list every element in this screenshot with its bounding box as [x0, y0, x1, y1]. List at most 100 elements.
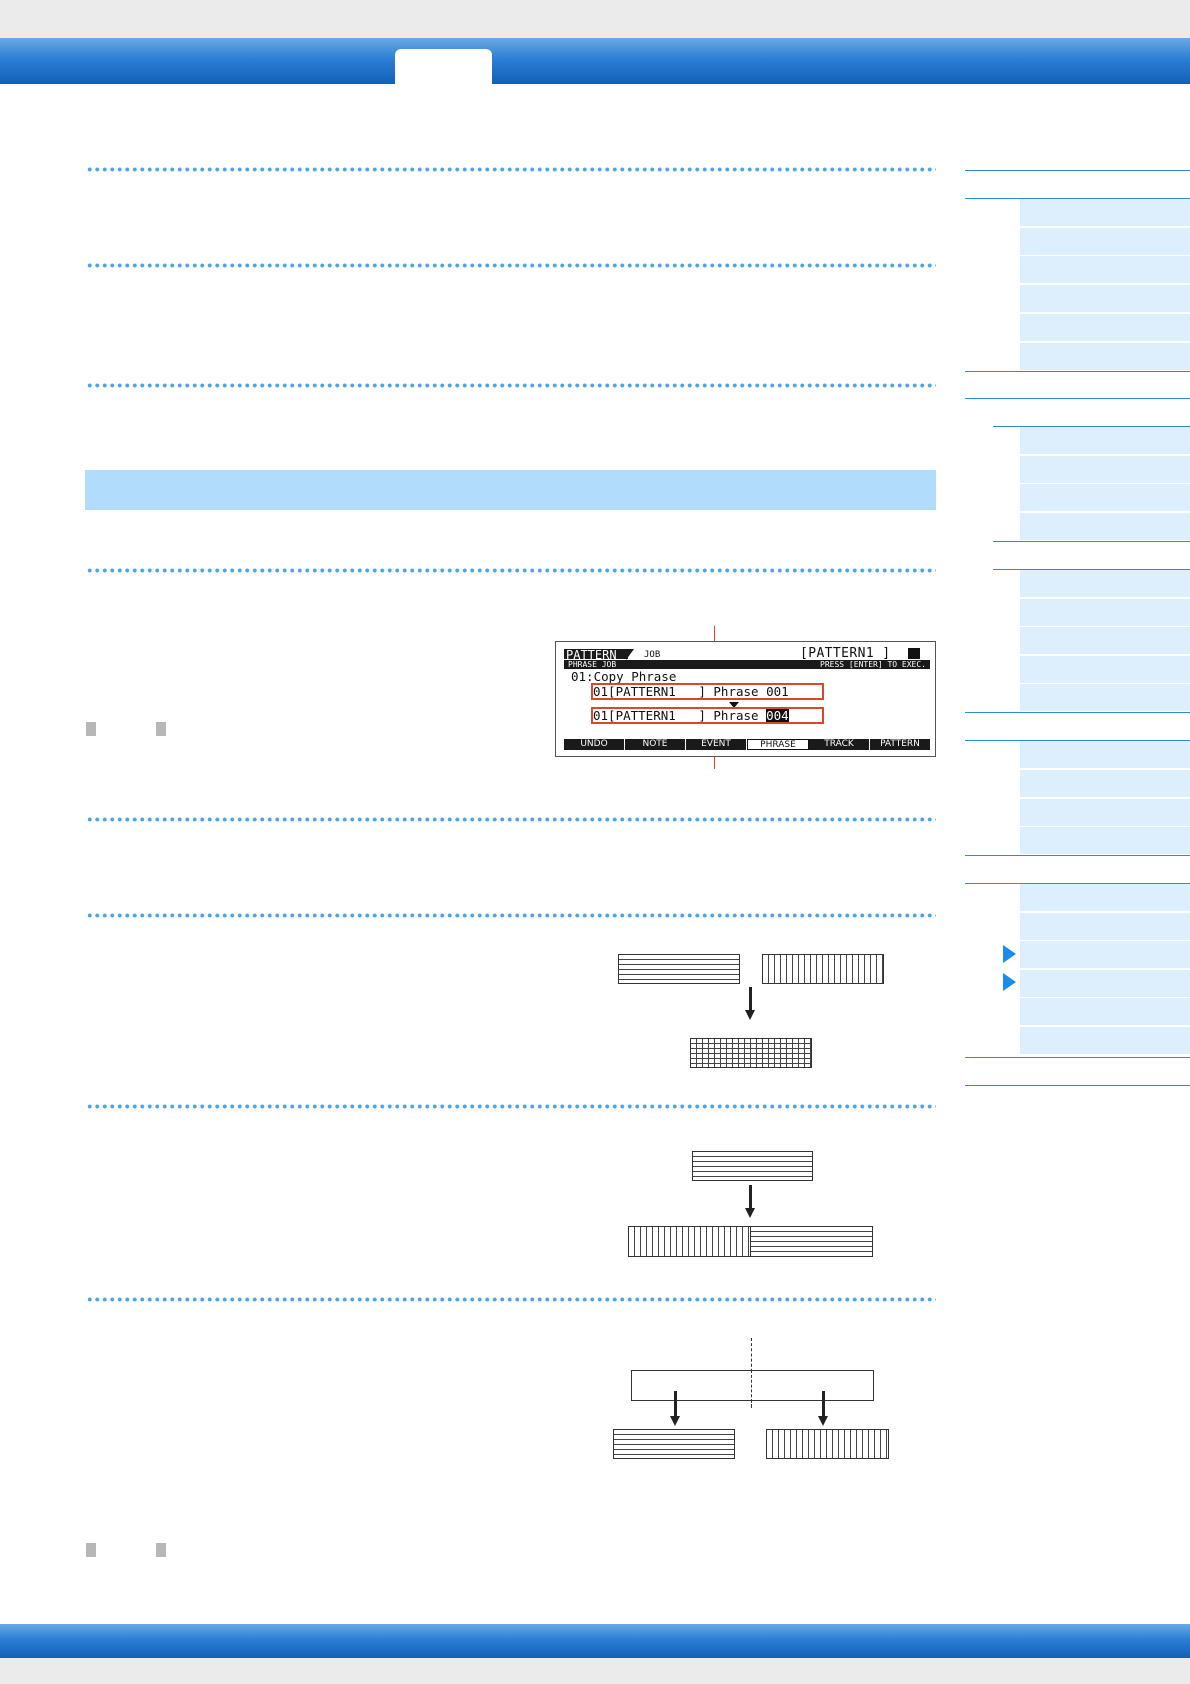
lcd-source-line: 01[PATTERN1 ] Phrase 001 — [593, 684, 789, 699]
section-heading-band — [85, 470, 936, 510]
nav-item[interactable] — [1020, 1027, 1190, 1055]
lcd-job-title: PHRASE JOB — [568, 660, 617, 669]
nav-divider — [965, 712, 1190, 713]
nav-item[interactable] — [1020, 770, 1190, 798]
nav-item[interactable] — [1020, 684, 1190, 712]
lcd-dest-line: 01[PATTERN1 ] Phrase 004 — [593, 708, 789, 723]
lcd-mode-tab: PATTERN — [564, 649, 628, 659]
nav-item[interactable] — [1020, 343, 1190, 371]
nav-item[interactable] — [1020, 513, 1190, 541]
nav-item[interactable] — [1020, 314, 1190, 342]
nav-item[interactable] — [1020, 285, 1190, 313]
lcd-menu-track[interactable]: TRACK — [809, 739, 870, 750]
nav-item[interactable] — [1020, 599, 1190, 627]
header-tab[interactable] — [395, 49, 492, 87]
section-divider — [86, 913, 936, 918]
note-marker-icon — [156, 722, 166, 736]
top-margin — [0, 0, 1190, 38]
lcd-pattern-name: [PATTERN1 ] — [800, 646, 891, 661]
nav-item[interactable] — [1020, 256, 1190, 284]
nav-item[interactable] — [1020, 199, 1190, 227]
lcd-job-line: 01:Copy Phrase — [571, 669, 677, 684]
lcd-menu-note[interactable]: NOTE — [625, 739, 686, 750]
nav-divider — [993, 426, 1190, 427]
lcd-dest-prefix: 01[PATTERN1 ] Phrase — [593, 708, 767, 723]
nav-item-current[interactable] — [1020, 970, 1190, 998]
phrase-block-first-half — [613, 1429, 735, 1459]
lcd-screen: PATTERN JOB [PATTERN1 ] PHRASE JOB PRESS… — [555, 641, 936, 757]
phrase-block-b — [762, 954, 884, 984]
section-divider — [86, 568, 936, 573]
current-page-arrow-icon — [1003, 973, 1016, 991]
phrase-block-a-appended — [750, 1226, 873, 1257]
header-bar — [0, 38, 1190, 84]
down-arrow-icon — [745, 1010, 755, 1020]
section-divider — [86, 1104, 936, 1109]
nav-item[interactable] — [1020, 799, 1190, 827]
phrase-block-second-half — [766, 1429, 889, 1459]
section-divider — [86, 1297, 936, 1302]
lcd-status-icon — [908, 648, 920, 659]
nav-item[interactable] — [1020, 741, 1190, 769]
lcd-title-bar: PHRASE JOB PRESS [ENTER] TO EXEC. — [564, 660, 930, 669]
destination-highlight-box — [591, 707, 824, 724]
nav-divider — [965, 740, 1190, 741]
nav-divider — [965, 198, 1190, 199]
lcd-hint: PRESS [ENTER] TO EXEC. — [820, 660, 926, 669]
phrase-block-source — [631, 1370, 874, 1401]
down-arrow-shaft — [749, 1185, 752, 1208]
down-arrow-shaft — [674, 1391, 677, 1416]
nav-divider — [993, 541, 1190, 542]
lcd-function-menu: UNDO NOTE EVENT PHRASE TRACK PATTERN — [564, 739, 931, 750]
phrase-block-b — [628, 1226, 752, 1257]
down-arrow-icon — [745, 1208, 755, 1218]
section-divider — [86, 167, 936, 172]
note-marker-icon — [86, 722, 96, 736]
lcd-menu-event[interactable]: EVENT — [686, 739, 747, 750]
down-arrow-shaft — [749, 987, 752, 1010]
nav-item[interactable] — [1020, 456, 1190, 484]
nav-divider — [965, 398, 1190, 399]
nav-item[interactable] — [1020, 827, 1190, 855]
nav-item[interactable] — [1020, 228, 1190, 256]
nav-item-current[interactable] — [1020, 941, 1190, 969]
phrase-block-a — [618, 954, 740, 984]
nav-item[interactable] — [1020, 627, 1190, 655]
nav-divider — [965, 1057, 1190, 1058]
nav-item[interactable] — [1020, 427, 1190, 455]
nav-item[interactable] — [1020, 884, 1190, 912]
nav-item[interactable] — [1020, 484, 1190, 512]
phrase-block-a — [692, 1151, 813, 1181]
note-marker-icon — [86, 1543, 96, 1557]
callout-line — [714, 626, 715, 641]
nav-divider — [965, 170, 1190, 171]
split-point-line — [751, 1370, 752, 1407]
down-arrow-icon — [818, 1416, 828, 1426]
section-divider — [86, 383, 936, 388]
nav-item[interactable] — [1020, 913, 1190, 941]
lcd-mode-sub: JOB — [644, 650, 661, 660]
bottom-margin — [0, 1658, 1190, 1684]
lcd-dest-value[interactable]: 004 — [766, 708, 789, 723]
section-divider — [86, 263, 936, 268]
lcd-menu-undo[interactable]: UNDO — [564, 739, 625, 750]
nav-divider — [965, 883, 1190, 884]
nav-divider — [993, 569, 1190, 570]
down-arrow-shaft — [822, 1391, 825, 1416]
nav-divider — [965, 371, 1190, 372]
down-arrow-icon — [670, 1416, 680, 1426]
lcd-menu-pattern[interactable]: PATTERN — [870, 739, 931, 750]
phrase-block-mixed — [690, 1038, 812, 1068]
callout-line — [714, 756, 715, 769]
nav-divider — [965, 855, 1190, 856]
section-divider — [86, 817, 936, 822]
lcd-tab-slant — [626, 649, 634, 660]
footer-bar — [0, 1624, 1190, 1658]
copy-direction-arrow-icon — [729, 702, 739, 708]
nav-item[interactable] — [1020, 570, 1190, 598]
nav-item[interactable] — [1020, 998, 1190, 1026]
current-page-arrow-icon — [1003, 945, 1016, 963]
lcd-menu-phrase[interactable]: PHRASE — [747, 739, 809, 750]
nav-item[interactable] — [1020, 656, 1190, 684]
source-highlight-box — [591, 683, 824, 700]
